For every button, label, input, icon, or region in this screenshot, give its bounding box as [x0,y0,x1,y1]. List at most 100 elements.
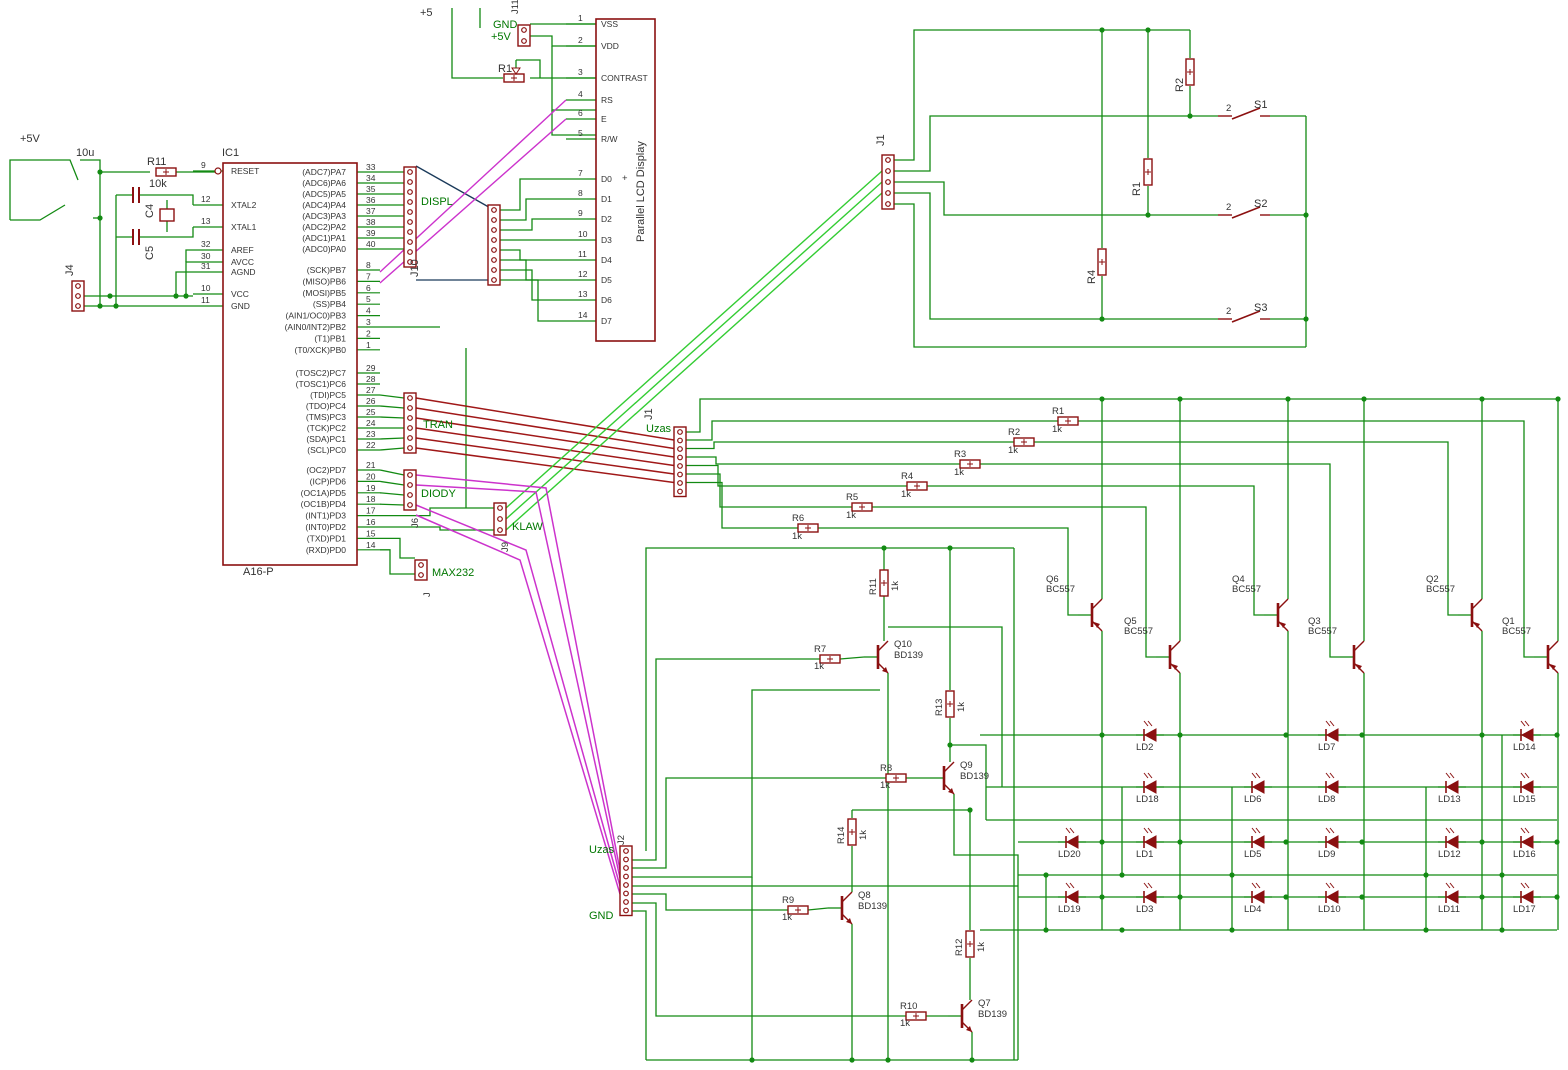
ic-pin-name: (SDA)PC1 [306,434,346,444]
led-ray [1520,772,1526,779]
junction-dot [1423,927,1429,933]
pink-line [415,514,621,895]
wire [380,507,494,517]
ic-pin-number: 21 [366,460,376,470]
header-pin [623,848,629,854]
uzas-bottom-label: Uzas [589,844,615,856]
ic1-body [222,162,358,566]
led-ray [1524,827,1530,834]
ic-pin-number: 30 [201,251,211,261]
header-pin [497,516,503,522]
led-ray [1445,882,1451,889]
row-resistor-value: 1k [901,489,911,500]
ic-pin-name: (SS)PB4 [313,299,346,309]
pnp-part: BC557 [1046,584,1075,595]
led-LD2 [1143,720,1157,742]
header-klaw [493,502,507,536]
wire [185,261,193,296]
junction-dot [1554,894,1560,900]
header-body [487,204,501,286]
led-LD7 [1325,720,1339,742]
led-triangle [1325,890,1339,904]
ic-pin-number: 14 [366,540,376,550]
ic-pin-number: 16 [366,517,376,527]
vert-resistor-label: R14 [836,827,847,844]
wire [379,480,405,486]
j9-label: J9 [500,542,511,552]
kb-resistor-label: R4 [1086,270,1098,284]
npn-part: BD139 [960,771,989,782]
led-ray [1147,772,1153,779]
ic-pin-name: (TOSC1)PC6 [296,379,347,389]
ic-pin-number: 7 [366,271,371,281]
ic-pin-number: 35 [366,184,376,194]
transistor-arrow [1094,622,1100,628]
uzas-mid-label: Uzas [646,423,672,435]
wire [500,269,566,301]
lcd-pin-name: R/W [601,134,618,144]
ic-pin-number: 2 [366,328,371,338]
row-resistor-label: R3 [954,449,966,460]
wire [379,492,405,496]
wire [686,481,798,529]
led-ray [1329,720,1335,727]
r1-pot-label: R1 [498,63,512,75]
led-label: LD1 [1136,849,1153,860]
header-pin [885,201,891,207]
base-resistor-value: 1k [782,912,792,923]
lcd-pin-number: 3 [578,67,583,77]
led-LD11 [1445,882,1459,904]
base-resistor-label: R10 [900,1001,917,1012]
resistor-vert-R14 [847,818,857,846]
ic-pin-number: 15 [366,528,376,538]
resistor-base-R7 [819,654,841,664]
junction-dot [173,293,179,299]
header-pin [407,415,413,421]
ic-pin-number: 24 [366,418,376,428]
junction-dot [1499,872,1505,878]
resistor-kb-r4 [1097,248,1107,276]
ic-pin-number: 11 [201,295,210,305]
ic-pin-number: 20 [366,471,376,481]
lcd-plus-mark: + [622,173,628,184]
ic-pin-name: (ADC0)PA0 [302,244,346,254]
r11-value-label: 10k [149,178,167,190]
ic-pin-name: (ADC2)PA2 [302,222,346,232]
ic-pin-name: (OC1B)PD4 [301,499,347,509]
led-triangle [1251,835,1265,849]
junction-dot [967,807,973,813]
resistor-kb-r2 [1185,58,1195,86]
led-LD3 [1143,882,1157,904]
wire [516,59,541,78]
junction-dot [1099,27,1105,33]
ic-pin-name: (T0/XCK)PB0 [295,345,347,355]
c5-label: C5 [144,246,156,260]
junction-dot [1229,927,1235,933]
junction-dot [947,545,953,551]
resistor-vert-R11 [879,569,889,597]
green-line [505,192,883,531]
j1-top-label: J1 [875,134,887,146]
header-pin [623,890,629,897]
reset-inversion [214,167,222,175]
led-ray [1325,827,1331,834]
led-ray [1143,882,1149,889]
transistor-arrow [1172,664,1178,670]
header-pin [491,217,497,223]
header-body [403,392,417,454]
lcd-pin-name: VDD [601,41,619,51]
kb-resistor-label: R2 [1174,78,1186,92]
switch-label: S2 [1254,198,1267,210]
junction-dot [1479,396,1485,402]
junction-dot [1285,396,1291,402]
j6-label: J6 [410,518,421,528]
transistor-leg [1353,640,1365,652]
pnp-Q2 [1470,598,1483,632]
j4-label: J4 [64,264,76,276]
wire [686,473,852,508]
header-pin [407,189,413,195]
lcd-pin-number: 8 [578,188,583,198]
junction-dot [1187,113,1193,119]
led-ray [1329,772,1335,779]
junction-dot [1119,927,1125,933]
